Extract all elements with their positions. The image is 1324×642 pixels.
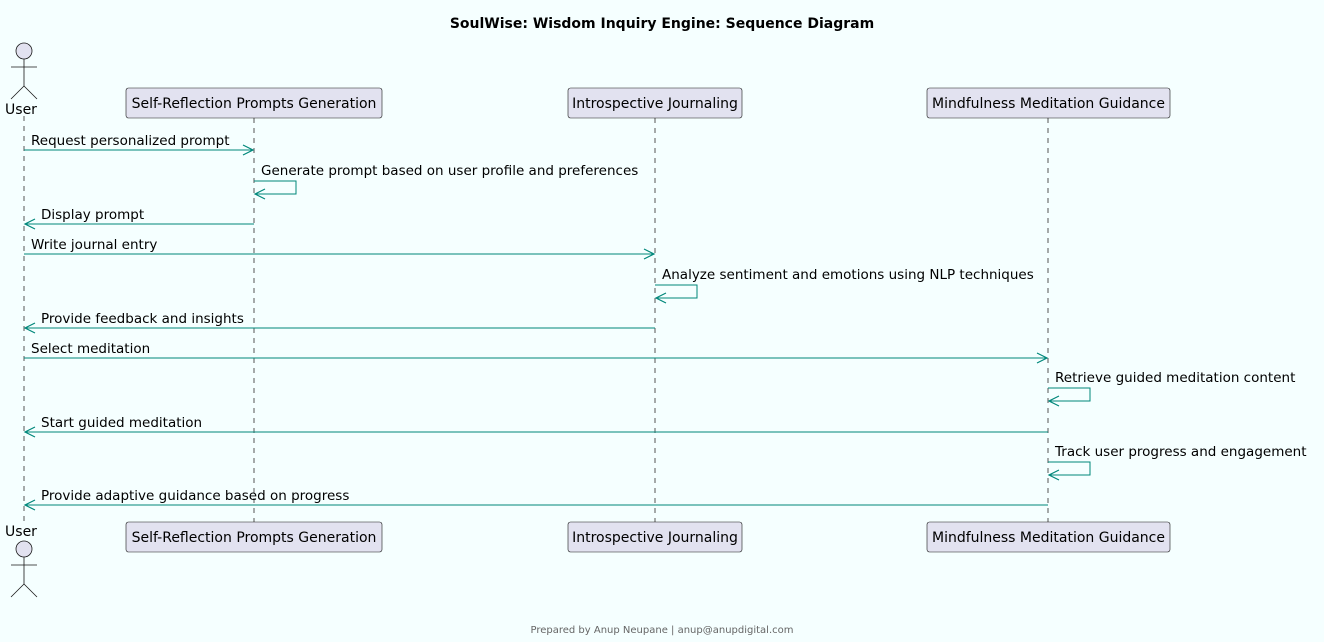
participant-label: Introspective Journaling (572, 530, 738, 546)
arrowhead (1036, 352, 1049, 364)
message-7: Select meditation (24, 341, 1049, 364)
message-6: Provide feedback and insights (23, 311, 655, 334)
participant-box (926, 521, 1171, 553)
participant-prompts-bottom: Self-Reflection Prompts Generation (125, 521, 383, 553)
message-10: Track user progress and engagement (1047, 444, 1307, 481)
participant-box (926, 87, 1171, 119)
message-label: Analyze sentiment and emotions using NLP… (662, 267, 1034, 283)
arrowhead (643, 248, 656, 260)
arrowhead (1047, 469, 1060, 481)
self-call-line (1048, 387, 1091, 402)
arrowhead (23, 426, 36, 438)
arrowhead (253, 188, 266, 200)
self-call-line (254, 180, 297, 195)
participant-label: Introspective Journaling (572, 96, 738, 112)
actor-user-bottom: User (5, 524, 38, 598)
message-9: Start guided meditation (23, 415, 1048, 438)
message-2: Generate prompt based on user profile an… (253, 163, 638, 200)
arrowhead (23, 322, 36, 334)
message-11: Provide adaptive guidance based on progr… (23, 488, 1048, 511)
message-label: Track user progress and engagement (1054, 444, 1307, 460)
message-label: Start guided meditation (41, 415, 202, 431)
message-8: Retrieve guided meditation content (1047, 370, 1295, 407)
actor-head (15, 540, 33, 558)
footer-credit: Prepared by Anup Neupane | anup@anupdigi… (530, 625, 793, 636)
participant-journal-bottom: Introspective Journaling (567, 521, 743, 553)
participant-meditation-bottom: Mindfulness Meditation Guidance (926, 521, 1171, 553)
participant-meditation-top: Mindfulness Meditation Guidance (926, 87, 1171, 119)
diagram-title: SoulWise: Wisdom Inquiry Engine: Sequenc… (450, 16, 874, 32)
actor-leg-right (23, 583, 38, 598)
participant-box (125, 521, 383, 553)
participant-label: Self-Reflection Prompts Generation (132, 96, 377, 112)
actor-leg-left (10, 583, 25, 598)
participant-box (567, 521, 743, 553)
arrowhead (23, 218, 36, 230)
actor-leg-right (23, 85, 38, 100)
participant-label-user-bottom: User (5, 524, 37, 540)
message-label: Select meditation (31, 341, 150, 357)
actor-user-top: User (5, 42, 38, 118)
self-call-line (1048, 461, 1091, 476)
actor-leg-left (10, 85, 25, 100)
participant-journal-top: Introspective Journaling (567, 87, 743, 119)
message-4: Write journal entry (24, 237, 656, 260)
actor-head (15, 42, 33, 60)
participant-prompts-top: Self-Reflection Prompts Generation (125, 87, 383, 119)
arrowhead (654, 292, 667, 304)
participant-label-user-top: User (5, 102, 37, 118)
arrowhead (1047, 395, 1060, 407)
arrowhead (242, 144, 255, 156)
message-label: Generate prompt based on user profile an… (261, 163, 638, 179)
participants-top: User Self-Reflection Prompts Generation In… (5, 42, 1171, 119)
message-label: Request personalized prompt (31, 133, 230, 149)
message-label: Write journal entry (31, 237, 157, 253)
arrowhead (23, 499, 36, 511)
participant-box (567, 87, 743, 119)
message-label: Retrieve guided meditation content (1055, 370, 1295, 386)
message-1: Request personalized prompt (24, 133, 255, 156)
message-3: Display prompt (23, 207, 254, 230)
participant-box (125, 87, 383, 119)
self-call-line (655, 284, 698, 299)
participants-bottom: User Self-Reflection Prompts Generation In… (5, 521, 1171, 598)
participant-label: Mindfulness Meditation Guidance (932, 530, 1165, 546)
message-5: Analyze sentiment and emotions using NLP… (654, 267, 1034, 304)
message-label: Provide feedback and insights (41, 311, 244, 327)
participant-label: Self-Reflection Prompts Generation (132, 530, 377, 546)
lifelines (23, 116, 1049, 522)
participant-label: Mindfulness Meditation Guidance (932, 96, 1165, 112)
message-label: Display prompt (41, 207, 144, 223)
message-label: Provide adaptive guidance based on progr… (41, 488, 349, 504)
